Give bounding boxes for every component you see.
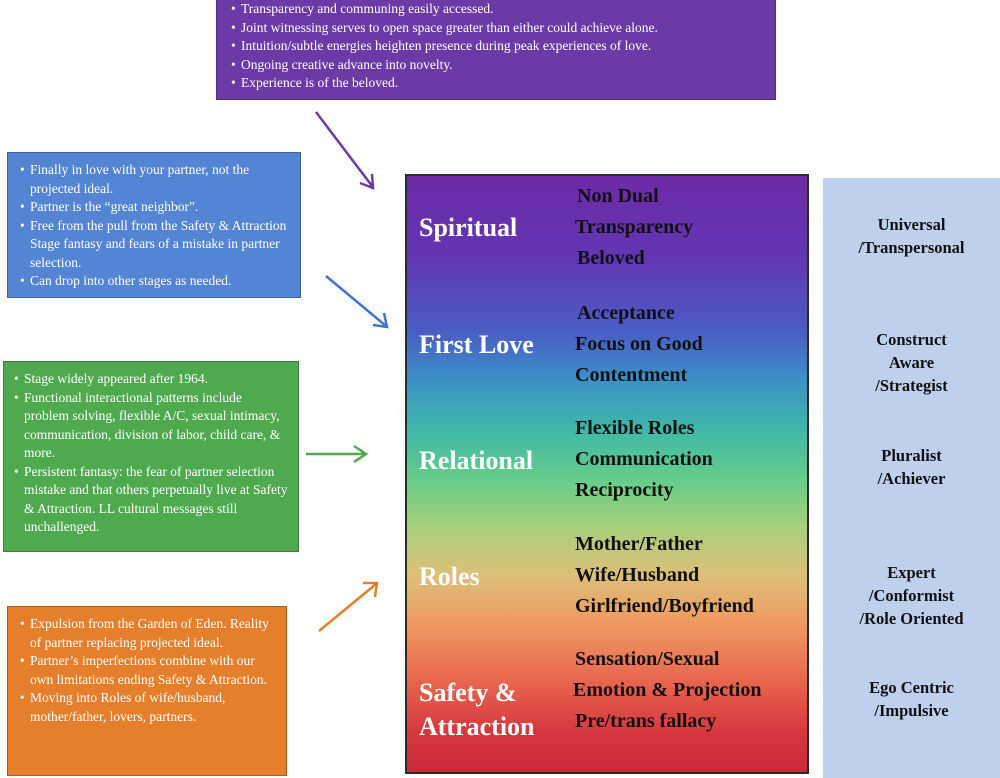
bullet-item: Joint witnessing serves to open space gr…	[231, 19, 761, 38]
bullet-item: Free from the pull from the Safety & Att…	[20, 217, 288, 273]
stage-label-spiritual: Spiritual	[419, 213, 518, 242]
level-construct-aware: Construct Aware /Strategist	[875, 330, 948, 395]
bullet-item: Can drop into other stages as needed.	[20, 272, 288, 291]
stage-label-safety-attraction: Safety & Attraction	[419, 678, 535, 741]
roles-description-box: Expulsion from the Garden of Eden. Reali…	[7, 606, 287, 776]
stage-words-safety-attraction: Sensation/Sexual Emotion & Projection Pr…	[573, 648, 762, 732]
bullet-item: Experience is of the beloved.	[231, 74, 761, 93]
stage-label-first-love: First Love	[419, 330, 534, 359]
level-pluralist: Pluralist /Achiever	[877, 446, 946, 488]
stage-words-first-love: Acceptance Focus on Good Contentment	[575, 302, 703, 386]
blue-arrow	[325, 275, 389, 329]
bullet-item: Expulsion from the Garden of Eden. Reali…	[20, 615, 276, 652]
bullet-item: Partner’s imperfections combine with our…	[20, 652, 276, 689]
bullet-item: Functional interactional patterns includ…	[14, 389, 288, 463]
level-expert: Expert /Conformist /Role Oriented	[859, 563, 964, 628]
bullet-item: Stage widely appeared after 1964.	[14, 370, 288, 389]
bullet-item: Intuition/subtle energies heighten prese…	[231, 37, 761, 56]
stage-words-roles: Mother/Father Wife/Husband Girlfriend/Bo…	[575, 533, 754, 617]
stage-label-roles: Roles	[419, 562, 480, 591]
level-ego-centric: Ego Centric /Impulsive	[869, 678, 954, 720]
bullet-item: Finally in love with your partner, not t…	[20, 161, 288, 198]
bullet-item: Moving into Roles of wife/husband, mothe…	[20, 689, 276, 726]
level-universal: Universal /Transpersonal	[858, 215, 965, 257]
purple-arrow	[315, 111, 375, 190]
bullet-item: Transparency and communing easily access…	[231, 0, 761, 19]
stage-spectrum: Spiritual Non Dual Transparency Beloved …	[405, 174, 809, 774]
stage-words-relational: Flexible Roles Communication Reciprocity	[575, 417, 713, 501]
relational-description-box: Stage widely appeared after 1964. Functi…	[3, 361, 299, 552]
stage-words-spiritual: Non Dual Transparency Beloved	[575, 185, 694, 269]
spiritual-description-box: Transparency and communing easily access…	[216, 0, 776, 100]
bullet-item: Partner is the “great neighbor”.	[20, 198, 288, 217]
bullet-item: Persistent fantasy: the fear of partner …	[14, 463, 288, 537]
green-arrow	[306, 444, 369, 464]
first-love-description-box: Finally in love with your partner, not t…	[7, 152, 301, 298]
developmental-levels-panel: Universal /Transpersonal Construct Aware…	[823, 178, 1000, 778]
bullet-item: Ongoing creative advance into novelty.	[231, 56, 761, 75]
orange-arrow	[318, 581, 379, 632]
stage-label-relational: Relational	[419, 446, 534, 475]
